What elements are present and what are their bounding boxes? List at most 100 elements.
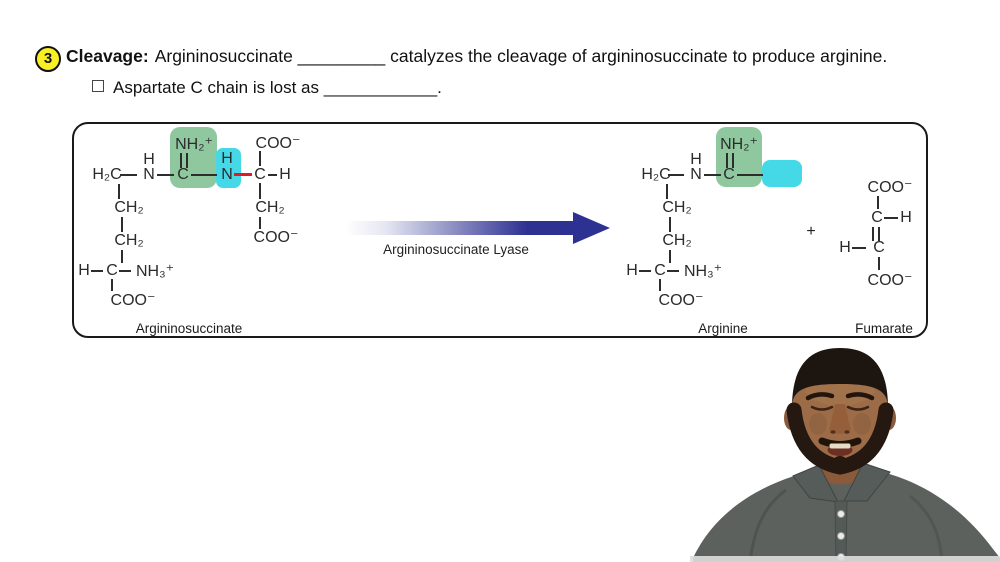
- molecule-label-arginine: Arginine: [698, 321, 748, 336]
- atom-h: H: [143, 151, 155, 168]
- bond: [259, 217, 261, 229]
- atom-coo: COO⁻: [867, 272, 913, 289]
- bond: [121, 217, 123, 232]
- bond: [191, 174, 217, 176]
- teeth: [829, 443, 851, 449]
- bond: [878, 257, 880, 270]
- hair: [792, 348, 888, 408]
- atom-nh3: NH₃⁺: [683, 263, 723, 280]
- atom-c: C: [106, 262, 118, 279]
- highlight-cyan-blank: [762, 160, 802, 187]
- atom-h: H: [839, 239, 851, 256]
- atom-h2c: H₂C: [92, 166, 122, 183]
- atom-h: H: [690, 151, 702, 168]
- highlight-green: [170, 127, 217, 188]
- atom-ch2: CH₂: [255, 199, 285, 216]
- bond: [669, 217, 671, 232]
- atom-n: N: [221, 166, 233, 183]
- bond: [259, 151, 261, 166]
- fill-blank-sentence: Argininosuccinate _________ catalyzes th…: [154, 46, 888, 66]
- atom-ch2: CH₂: [114, 232, 144, 249]
- bond: [639, 270, 651, 272]
- double-bond: [186, 153, 188, 168]
- diagram-box: [72, 122, 928, 338]
- bond: [259, 183, 261, 199]
- reaction-arrow: [345, 221, 573, 235]
- atom-h: H: [900, 209, 912, 226]
- bond: [120, 174, 137, 176]
- atom-coo: COO⁻: [658, 292, 704, 309]
- eyebrow: [805, 392, 835, 401]
- double-bond: [872, 227, 874, 241]
- double-bond: [878, 227, 880, 241]
- closed-eye: [846, 405, 870, 411]
- atom-ch2: CH₂: [114, 199, 144, 216]
- bond: [852, 247, 866, 249]
- bond: [669, 250, 671, 263]
- soul-patch: [834, 456, 846, 464]
- highlight-cyan: [216, 148, 241, 188]
- bond: [659, 279, 661, 291]
- molecule-label-argininosuccinate: Argininosuccinate: [135, 321, 243, 336]
- eyebrow: [845, 392, 875, 401]
- highlight-green: [716, 127, 762, 187]
- atom-c: C: [871, 209, 883, 226]
- atom-nh3: NH₃⁺: [135, 263, 175, 280]
- bond: [119, 270, 131, 272]
- beard: [786, 402, 894, 475]
- atom-h: H: [221, 150, 233, 167]
- atom-nh2: NH₂⁺: [720, 136, 758, 153]
- bond: [111, 279, 113, 291]
- bond: [668, 174, 684, 176]
- bond: [667, 270, 679, 272]
- bond: [91, 270, 103, 272]
- video-bottom-strip: [690, 556, 1000, 562]
- reaction-arrow-head: [573, 212, 610, 244]
- atom-c: C: [177, 166, 189, 183]
- lesson-line-2: Aspartate C chain is lost as ___________…: [92, 78, 442, 98]
- bond: [877, 196, 879, 209]
- plus-sign: +: [806, 223, 816, 240]
- atom-c: C: [723, 166, 735, 183]
- bond: [666, 184, 668, 199]
- atom-n: N: [143, 166, 155, 183]
- atom-c: C: [873, 239, 885, 256]
- atom-coo: COO⁻: [255, 135, 301, 152]
- fill-blank-sentence-2: Aspartate C chain is lost as ___________…: [113, 78, 442, 97]
- cleaved-bond: [234, 173, 252, 176]
- bond: [157, 174, 174, 176]
- atom-ch2: CH₂: [662, 199, 692, 216]
- molecule-label-fumarate: Fumarate: [855, 321, 913, 336]
- atom-h2c: H₂C: [641, 166, 671, 183]
- checkbox-bullet-icon: [92, 80, 104, 92]
- atom-h: H: [626, 262, 638, 279]
- lesson-line-1: Cleavage:Argininosuccinate _________ cat…: [66, 46, 887, 67]
- double-bond: [180, 153, 182, 168]
- bond: [884, 217, 898, 219]
- bond: [268, 174, 277, 176]
- atom-coo: COO⁻: [110, 292, 156, 309]
- atom-c: C: [654, 262, 666, 279]
- lesson-title: Cleavage:: [66, 46, 149, 66]
- closed-eye: [810, 405, 834, 411]
- atom-nh2: NH₂⁺: [175, 136, 213, 153]
- button: [837, 532, 845, 540]
- collar-right: [843, 462, 891, 502]
- atom-h: H: [279, 166, 291, 183]
- enzyme-label: Argininosuccinate Lyase: [383, 242, 529, 257]
- atom-h: H: [78, 262, 90, 279]
- atom-ch2: CH₂: [662, 232, 692, 249]
- instructor-webcam: [690, 348, 1000, 562]
- atom-coo: COO⁻: [253, 229, 299, 246]
- bond: [704, 174, 721, 176]
- atom-n: N: [690, 166, 702, 183]
- step-badge: 3: [35, 46, 61, 72]
- nose: [829, 404, 851, 434]
- double-bond: [726, 153, 728, 168]
- bond: [737, 174, 763, 176]
- atom-coo: COO⁻: [867, 179, 913, 196]
- double-bond: [732, 153, 734, 168]
- atom-c: C: [254, 166, 266, 183]
- bond: [118, 184, 120, 199]
